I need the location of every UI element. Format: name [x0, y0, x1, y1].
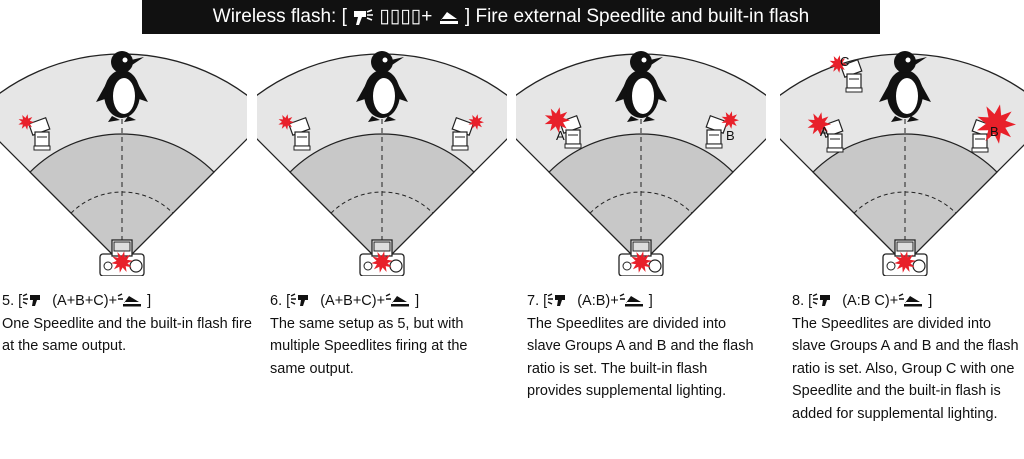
caption-close: ]: [147, 293, 152, 309]
inner-range-sector: [29, 133, 215, 265]
group-label: A: [820, 124, 829, 139]
diagram-panel-6: [257, 36, 507, 276]
speedlite-icon: [544, 107, 582, 149]
speedlite-icon: [290, 293, 309, 306]
speedlite-icon: [812, 293, 831, 306]
flash-burst-icon: [18, 114, 34, 130]
speedlite-icon: [705, 111, 739, 149]
caption-7: 7. [ (A:B)+ ] The Speedlites are divided…: [527, 290, 777, 403]
inner-range-sector: [548, 133, 734, 265]
speedlite-icon: [22, 293, 41, 306]
caption-5: 5. [ (A+B+C)+ ] One Speedlite and the bu…: [2, 290, 252, 358]
speedlite-icon: [807, 112, 844, 153]
diagram-panel-5: [0, 36, 247, 276]
flash-burst-icon: [977, 104, 1016, 144]
caption-number: 8. [: [792, 293, 813, 309]
caption-text: The Speedlites are divided into slave Gr…: [792, 315, 1019, 422]
builtin-flash-icon: [619, 293, 643, 307]
camera-icon: [882, 239, 928, 276]
group-label: B: [990, 124, 999, 139]
caption-mode: (A+B+C)+: [320, 293, 386, 309]
camera-icon: [359, 239, 405, 276]
caption-close: ]: [648, 293, 653, 309]
builtin-flash-icon: [439, 11, 458, 24]
flash-burst-icon: [721, 111, 739, 129]
flash-burst-icon: [894, 251, 916, 273]
title-placeholder: ▯▯▯▯: [379, 6, 422, 27]
flash-burst-icon: [371, 251, 393, 273]
builtin-flash-icon: [385, 293, 410, 307]
caption-number: 5. [: [2, 293, 23, 309]
caption-text: One Speedlite and the built-in flash fir…: [2, 315, 252, 355]
speedlite-icon: [971, 104, 1016, 153]
title-suffix: ] Fire external Speedlite and built-in f…: [464, 6, 810, 27]
inner-range-sector: [289, 133, 475, 265]
group-label: C: [840, 54, 849, 69]
group-label: A: [556, 128, 565, 143]
speedlite-icon: [354, 9, 374, 25]
speedlite-icon: [547, 293, 566, 306]
title-prefix: Wireless flash: [: [212, 6, 347, 27]
flash-burst-icon: [807, 112, 831, 136]
caption-number: 7. [: [527, 293, 548, 309]
speedlite-icon: [18, 114, 51, 151]
flash-burst-icon: [111, 251, 133, 273]
builtin-flash-icon: [117, 293, 142, 307]
caption-text: The same setup as 5, but with multiple S…: [270, 315, 468, 377]
speedlite-icon: [278, 114, 311, 151]
penguin-icon: [96, 51, 148, 122]
penguin-icon: [615, 51, 667, 122]
flash-burst-icon: [468, 114, 484, 130]
speedlite-icon: [829, 55, 863, 93]
builtin-flash-icon: [898, 293, 923, 307]
caption-8: 8. [ (A:B C)+ ] The Speedlites are divid…: [792, 290, 1024, 425]
flash-burst-icon: [630, 251, 652, 273]
flash-burst-icon: [278, 114, 294, 130]
penguin-icon: [879, 51, 931, 122]
camera-icon: [99, 239, 145, 276]
caption-text: The Speedlites are divided into slave Gr…: [527, 315, 754, 400]
flash-burst-icon: [544, 107, 570, 133]
penguin-icon: [356, 51, 408, 122]
caption-mode: (A+B+C)+: [52, 293, 118, 309]
title-plus: +: [421, 6, 433, 27]
page-title: Wireless flash: [ ▯▯▯▯+ ] Fire external …: [142, 0, 880, 34]
flash-burst-icon: [829, 55, 847, 73]
caption-mode: (A:B C)+: [842, 293, 899, 309]
diagram-panel-8: A B C: [780, 36, 1024, 276]
caption-close: ]: [928, 293, 933, 309]
caption-mode: (A:B)+: [577, 293, 619, 309]
camera-icon: [618, 239, 664, 276]
group-label: B: [726, 128, 735, 143]
caption-6: 6. [ (A+B+C)+ ] The same setup as 5, but…: [270, 290, 520, 380]
speedlite-icon: [451, 114, 484, 151]
caption-close: ]: [415, 293, 420, 309]
inner-range-sector: [812, 133, 998, 265]
caption-number: 6. [: [270, 293, 291, 309]
